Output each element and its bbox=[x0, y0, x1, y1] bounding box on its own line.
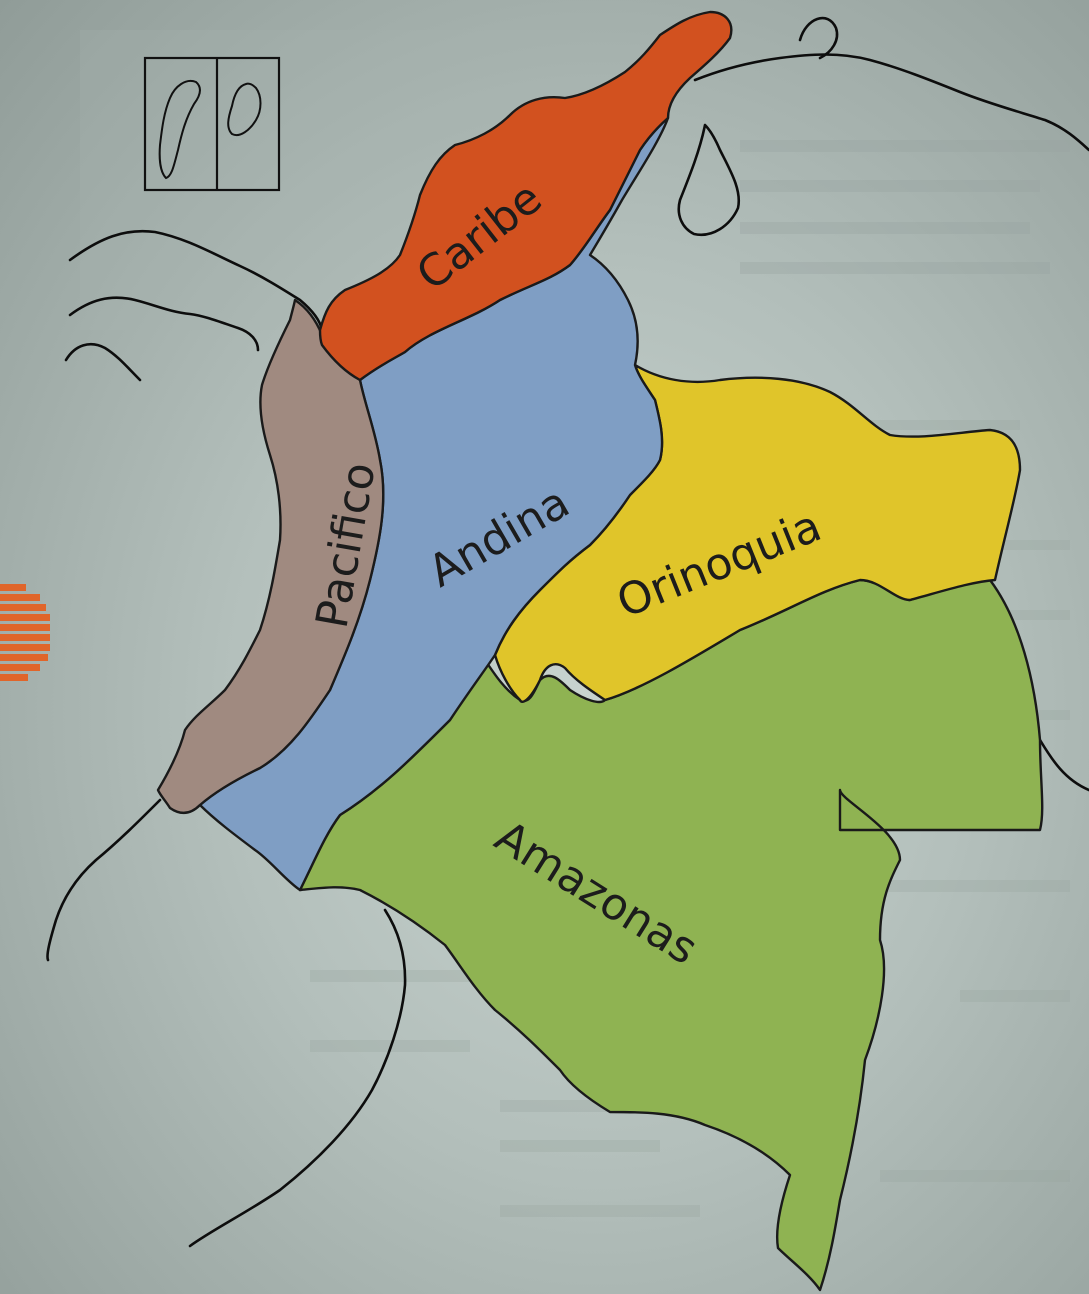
regions-layer bbox=[156, 10, 1044, 1292]
page-marker-bar bbox=[0, 624, 50, 631]
page-marker-bar bbox=[0, 634, 50, 641]
page-marker-bar bbox=[0, 614, 50, 621]
page-marker-bar bbox=[0, 604, 46, 611]
island-outline-icon bbox=[158, 80, 202, 180]
region-pacifico[interactable] bbox=[156, 298, 385, 815]
island-outline-icon bbox=[227, 82, 262, 136]
page-marker-bar bbox=[0, 654, 48, 661]
page-marker-bar bbox=[0, 584, 26, 591]
neighbour-outlines bbox=[46, 16, 1089, 1248]
page-marker-bar bbox=[0, 674, 28, 681]
islands-inset bbox=[143, 56, 281, 192]
page-marker-bar bbox=[0, 644, 50, 651]
page-marker-bar bbox=[0, 664, 40, 671]
region-caribe[interactable] bbox=[318, 10, 733, 382]
page-marker-bar bbox=[0, 594, 40, 601]
page-edge-markers bbox=[0, 584, 50, 681]
